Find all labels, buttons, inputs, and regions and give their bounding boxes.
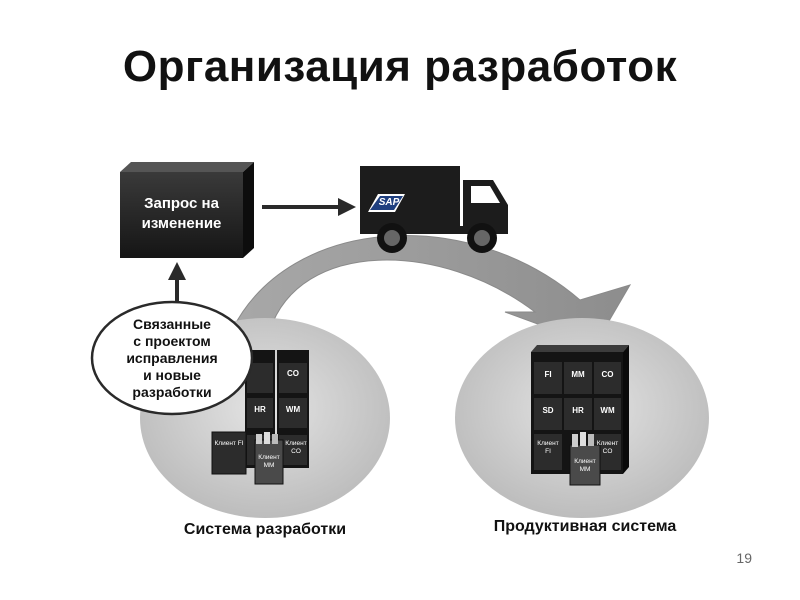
dev-cell-wm: WM bbox=[285, 405, 301, 414]
truck-icon bbox=[360, 166, 508, 253]
prod-cell-hr: HR bbox=[572, 406, 584, 415]
prod-cell-wm: WM bbox=[600, 406, 615, 415]
prod-system-caption: Продуктивная система bbox=[493, 518, 677, 535]
dev-system-caption: Система разработки bbox=[183, 521, 347, 538]
callout-line-3: исправления bbox=[126, 350, 218, 366]
prod-module-grid bbox=[531, 345, 629, 486]
request-to-truck-arrow bbox=[262, 198, 356, 216]
change-request-box bbox=[120, 162, 254, 258]
dev-cell-hr: HR bbox=[254, 405, 266, 414]
prod-cell-sd: SD bbox=[542, 406, 554, 415]
callout-line-4: и новые bbox=[143, 367, 201, 383]
dev-cell-co: CO bbox=[287, 369, 299, 378]
prod-cell-co: CO bbox=[601, 370, 614, 379]
page-title: Организация разработок bbox=[122, 42, 678, 91]
transport-arc-arrow bbox=[231, 235, 632, 346]
prod-client-fi: Клиент FI bbox=[537, 440, 559, 455]
change-request-label: Запрос на изменение bbox=[120, 194, 243, 234]
prod-client-co: Клиент CO bbox=[596, 440, 619, 455]
prod-client-mm: Клиент MM bbox=[574, 458, 596, 473]
prod-cell-fi: FI bbox=[544, 370, 552, 379]
callout-line-1: Связанные bbox=[133, 316, 211, 332]
callout-bubble bbox=[90, 300, 254, 416]
callout-text: Связанные с проектом исправления и новые… bbox=[92, 316, 252, 401]
dev-module-grid bbox=[211, 350, 309, 485]
dev-client-co: Клиент CO bbox=[285, 440, 307, 455]
change-request-line1: Запрос на bbox=[144, 195, 219, 212]
callout-line-2: с проектом bbox=[133, 333, 211, 349]
callout-line-5: разработки bbox=[132, 384, 212, 400]
prod-cell-mm: MM bbox=[571, 370, 585, 379]
sap-logo: SAP bbox=[378, 197, 400, 208]
dev-client-fi: Клиент FI bbox=[214, 440, 244, 447]
dev-client-mm: Клиент MM bbox=[258, 454, 280, 469]
page-number: 19 bbox=[736, 550, 752, 566]
change-request-line2: изменение bbox=[141, 215, 222, 232]
